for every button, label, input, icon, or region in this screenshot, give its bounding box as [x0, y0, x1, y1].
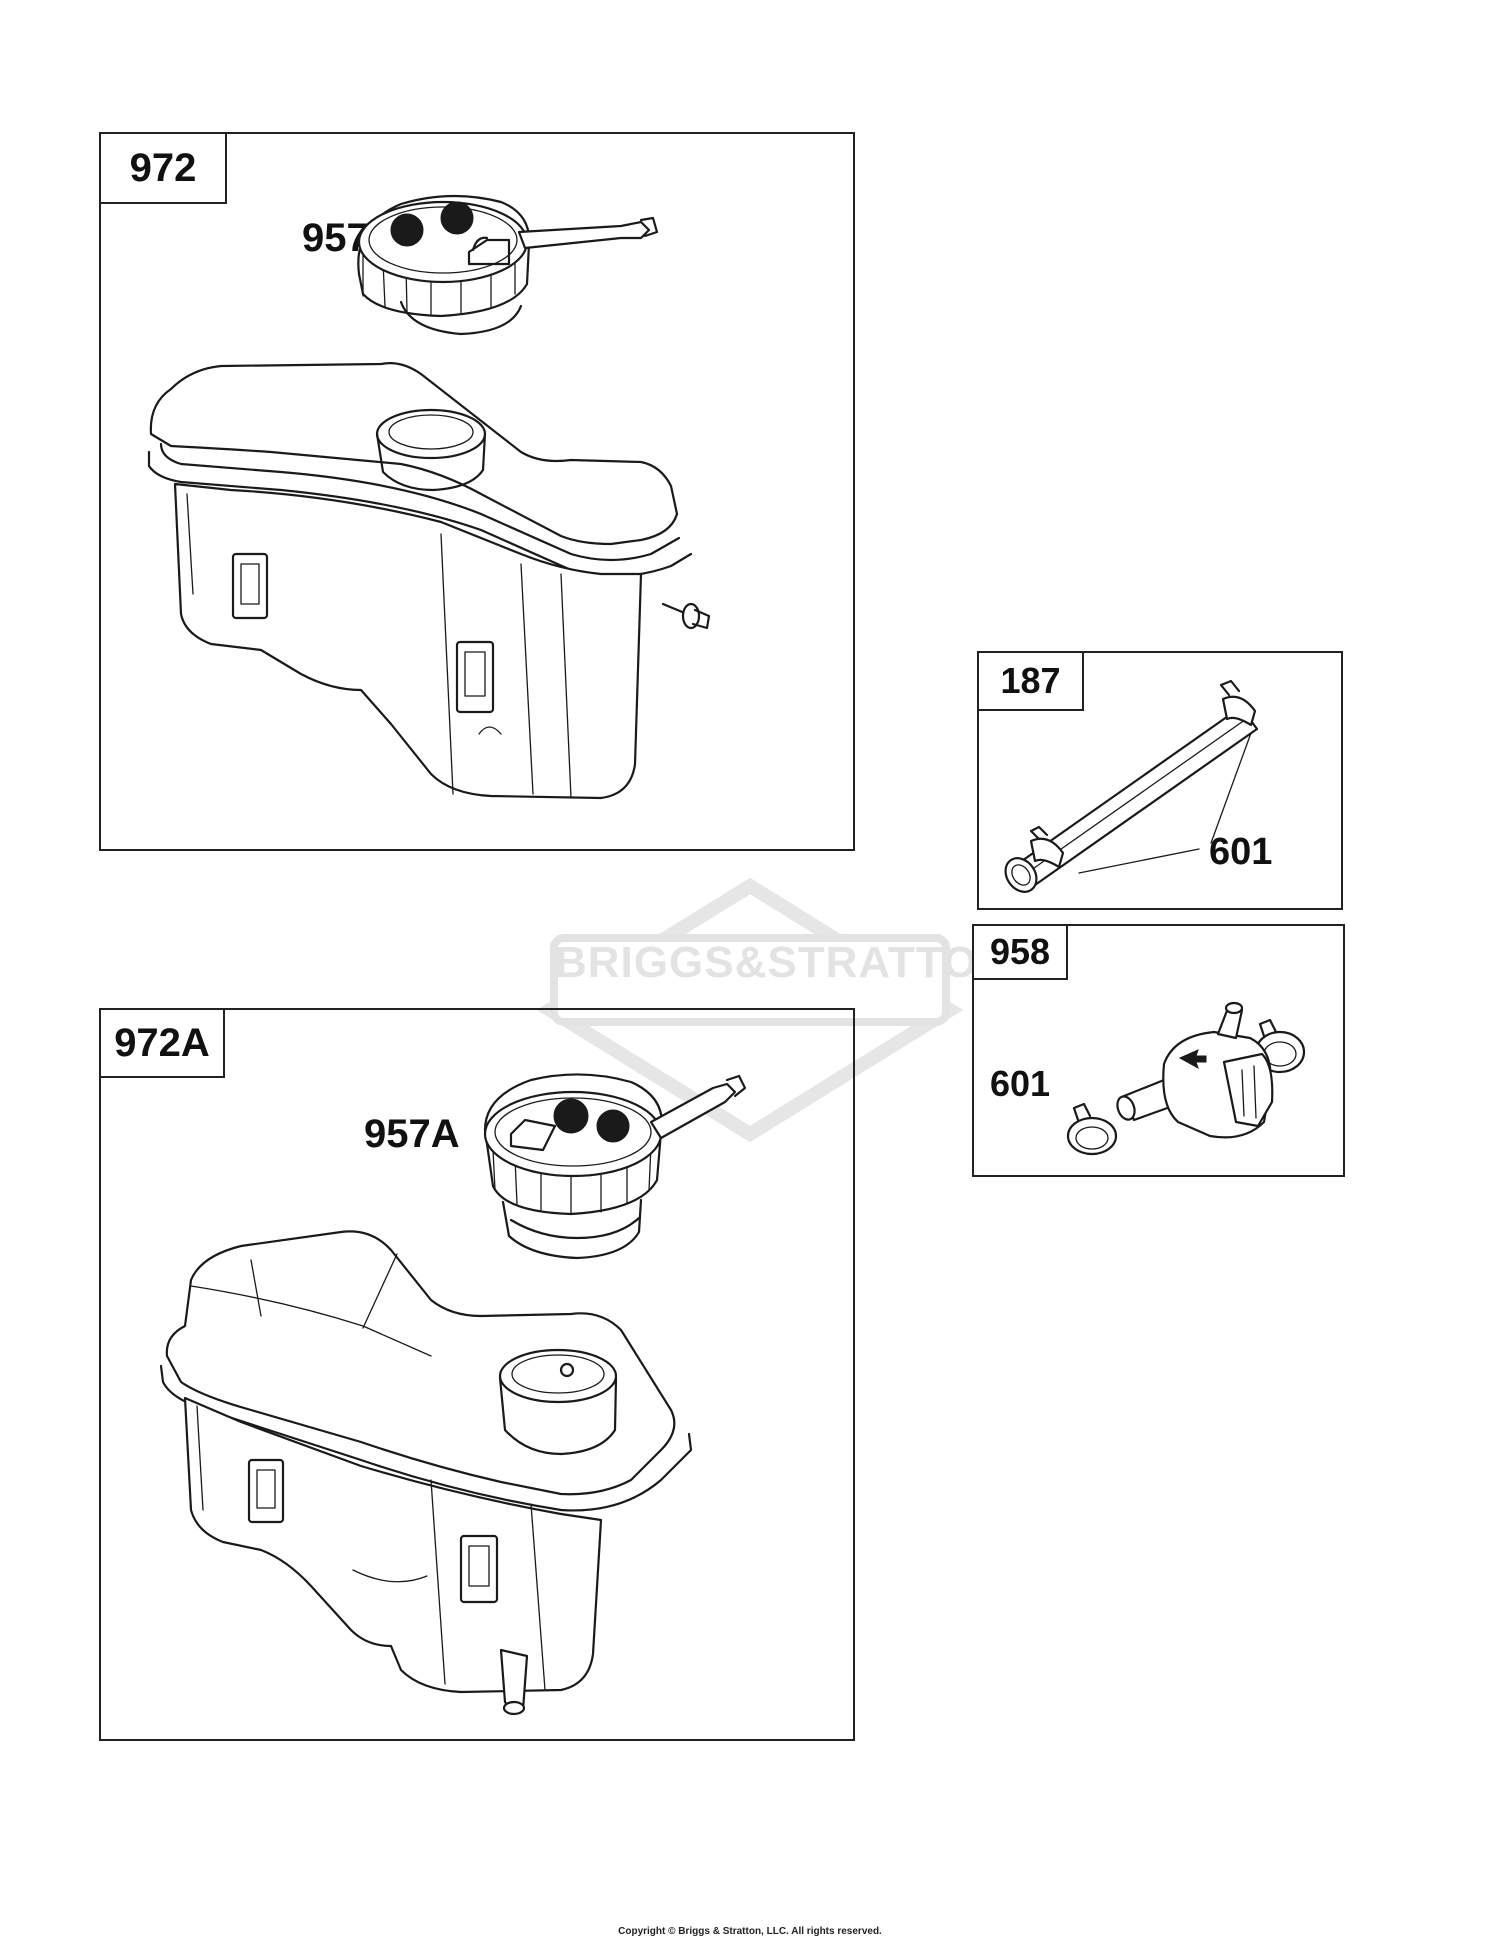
- watermark-brand-text: BRIGGS&STRATTON: [555, 938, 1011, 987]
- fuel-tank-972a-drawing: [159, 1230, 693, 1716]
- panel-972a-label: 972A: [99, 1008, 225, 1078]
- fuel-shutoff-valve-958-drawing: [1066, 1001, 1306, 1156]
- panel-187-label: 187: [977, 651, 1084, 711]
- panel-972: 972 957: [99, 132, 855, 851]
- fuel-hose-187-drawing: [1004, 679, 1259, 893]
- panel-972a: 972A 957A: [99, 1008, 855, 1741]
- fuel-cap-957a-drawing: [483, 1073, 747, 1260]
- callout-601-hose: 601: [1209, 831, 1273, 873]
- fuel-tank-972-drawing: [147, 362, 711, 800]
- panel-958-label: 958: [972, 924, 1068, 980]
- panel-972-label: 972: [99, 132, 227, 204]
- callout-957a: 957A: [364, 1112, 460, 1156]
- callout-957: 957: [302, 216, 369, 260]
- panel-187: 187 601: [977, 651, 1343, 910]
- callout-601-valve: 601: [990, 1063, 1051, 1104]
- panel-958: 958 601: [972, 924, 1345, 1177]
- briggs-stratton-watermark-logo: [536, 877, 964, 1143]
- fuel-cap-957-drawing: [357, 194, 659, 336]
- copyright-notice: Copyright © Briggs & Stratton, LLC. All …: [618, 1926, 882, 1937]
